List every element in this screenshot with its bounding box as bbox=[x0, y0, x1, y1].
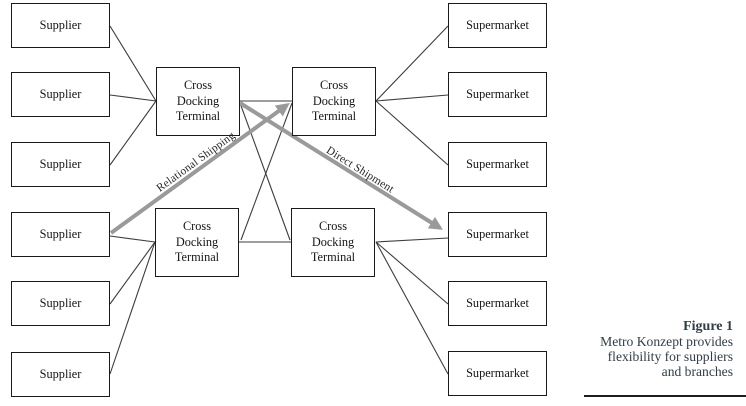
terminal-label: Cross Docking Terminal bbox=[174, 218, 220, 265]
thin-connectors bbox=[109, 25, 449, 375]
line-supplier2-terminal1 bbox=[109, 94, 157, 102]
supplier-label: Supplier bbox=[39, 366, 82, 381]
line-supplier4-terminal3 bbox=[109, 235, 156, 243]
line-terminal4-supermarket4 bbox=[375, 237, 449, 243]
supermarket-label: Supermarket bbox=[466, 226, 529, 241]
supermarket-box-2: Supermarket bbox=[448, 72, 547, 117]
line-terminal2-supermarket3 bbox=[375, 100, 449, 166]
cross-docking-terminal-box-4: Cross Docking Terminal bbox=[291, 208, 375, 277]
line-supplier6-terminal3 bbox=[109, 241, 156, 375]
line-terminal2-terminal3 bbox=[240, 102, 293, 241]
figure-caption-line: and branches bbox=[661, 364, 733, 379]
supermarket-box-1: Supermarket bbox=[448, 3, 547, 48]
supplier-box-3: Supplier bbox=[11, 142, 110, 187]
supermarket-label: Supermarket bbox=[466, 365, 529, 380]
figure-caption-line: Metro Konzept provides bbox=[600, 334, 733, 349]
direct-shipment-arrow bbox=[238, 101, 443, 230]
supplier-label: Supplier bbox=[39, 295, 82, 310]
cross-docking-terminal-box-2: Cross Docking Terminal bbox=[292, 67, 376, 136]
relational-shipping-arrow bbox=[109, 103, 290, 235]
supplier-box-2: Supplier bbox=[11, 72, 110, 117]
cross-docking-terminal-box-3: Cross Docking Terminal bbox=[155, 208, 239, 277]
thick-shipment-arrows bbox=[109, 101, 443, 235]
supermarket-label: Supermarket bbox=[466, 295, 529, 310]
figure-caption: Figure 1 Metro Konzept provides flexibil… bbox=[513, 319, 733, 379]
line-terminal1-terminal4 bbox=[239, 102, 291, 241]
supermarket-box-3: Supermarket bbox=[448, 142, 547, 187]
supplier-label: Supplier bbox=[39, 156, 82, 171]
line-terminal2-supermarket1 bbox=[375, 25, 449, 102]
cross-docking-terminal-box-1: Cross Docking Terminal bbox=[156, 67, 240, 136]
supplier-box-4: Supplier bbox=[11, 212, 110, 257]
line-supplier3-terminal1 bbox=[109, 100, 157, 166]
figure-caption-line: flexibility for suppliers bbox=[607, 349, 733, 364]
line-supplier5-terminal3 bbox=[109, 241, 156, 305]
line-terminal4-supermarket5 bbox=[375, 241, 449, 305]
supplier-label: Supplier bbox=[39, 86, 82, 101]
supplier-label: Supplier bbox=[39, 226, 82, 241]
line-terminal2-supermarket2 bbox=[375, 94, 449, 102]
supermarket-box-6: Supermarket bbox=[448, 351, 547, 396]
supplier-box-6: Supplier bbox=[11, 352, 110, 397]
caption-rule bbox=[584, 395, 746, 397]
supermarket-label: Supermarket bbox=[466, 86, 529, 101]
terminal-label: Cross Docking Terminal bbox=[311, 77, 357, 124]
supplier-box-5: Supplier bbox=[11, 281, 110, 326]
figure-caption-title: Figure 1 bbox=[683, 319, 733, 334]
line-terminal4-supermarket6 bbox=[375, 241, 449, 375]
terminal-label: Cross Docking Terminal bbox=[310, 218, 356, 265]
supermarket-label: Supermarket bbox=[466, 156, 529, 171]
line-supplier1-terminal1 bbox=[109, 25, 157, 102]
supplier-box-1: Supplier bbox=[11, 3, 110, 48]
terminal-label: Cross Docking Terminal bbox=[175, 77, 221, 124]
supermarket-box-5: Supermarket bbox=[448, 281, 547, 326]
supplier-label: Supplier bbox=[39, 17, 82, 32]
supermarket-label: Supermarket bbox=[466, 17, 529, 32]
supermarket-box-4: Supermarket bbox=[448, 212, 547, 257]
